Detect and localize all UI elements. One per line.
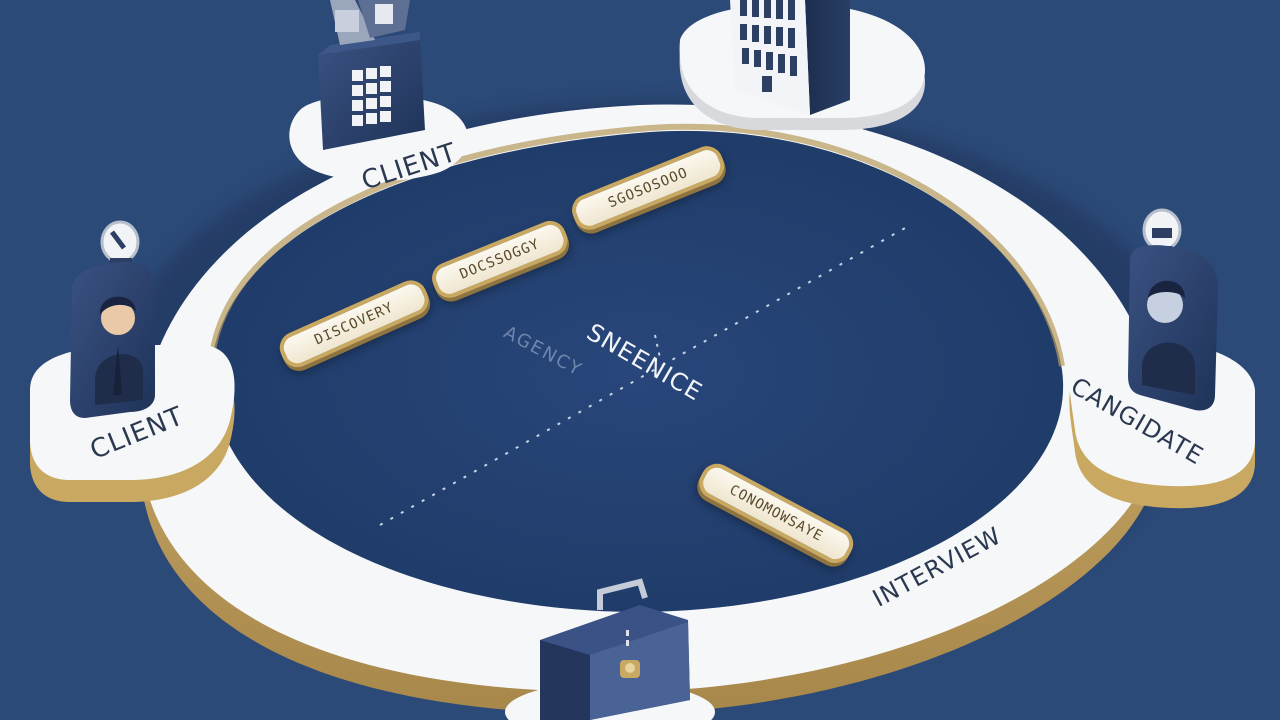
person-badge-icon-right	[1128, 208, 1218, 411]
skyscraper-icon	[730, 0, 850, 115]
dotted-divider-lines	[379, 227, 906, 526]
person-badge-icon	[70, 220, 155, 418]
inner-field	[209, 123, 1065, 612]
briefcase-icon	[540, 578, 690, 720]
office-building-icon	[318, 0, 425, 150]
